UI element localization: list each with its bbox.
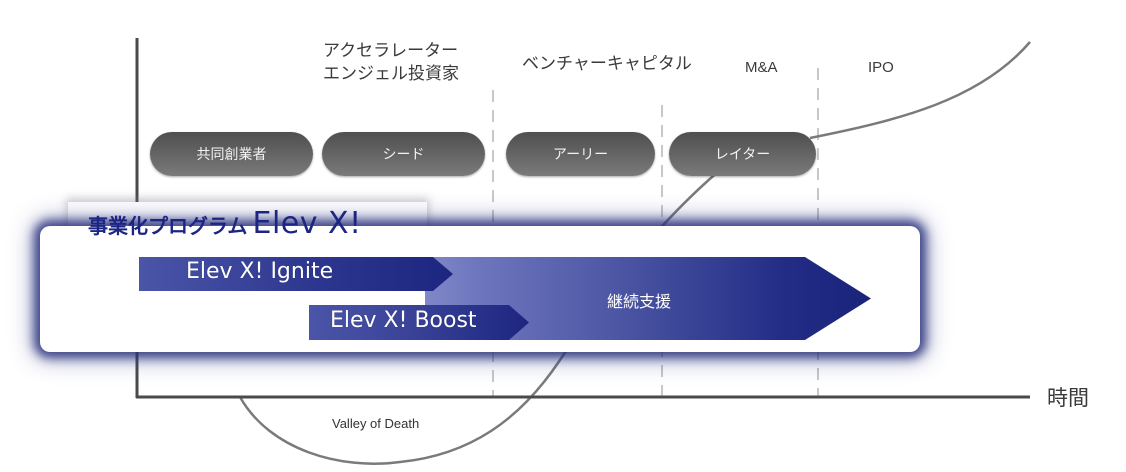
stage-pill-cofounder: 共同創業者 [150, 132, 313, 176]
header-mna: M&A [745, 59, 778, 76]
boost-label: Elev X! Boost [330, 308, 477, 333]
program-title-en: Elev X! [252, 206, 362, 241]
stage-pill-early: アーリー [506, 132, 655, 176]
continuous-support-label: 継続支援 [607, 292, 672, 311]
program-title-jp: 事業化プログラム [88, 214, 248, 238]
boost-arrow [309, 305, 529, 340]
program-title: 事業化プログラム Elev X! [88, 206, 362, 241]
growth-curve [809, 41, 1031, 140]
header-accelerator: アクセラレーター エンジェル投資家 [323, 40, 459, 86]
header-ipo: IPO [868, 59, 894, 76]
header-venture-capital: ベンチャーキャピタル [522, 54, 692, 74]
header-accelerator-line1: アクセラレーター [323, 41, 459, 61]
stage-pill-later: レイター [669, 132, 816, 176]
x-axis-label-time: 時間 [1047, 386, 1089, 410]
stage-pill-seed: シード [322, 132, 485, 176]
ignite-label: Elev X! Ignite [186, 259, 334, 284]
ignite-arrow [139, 257, 453, 291]
valley-of-death-label: Valley of Death [332, 416, 420, 431]
header-angel-line2: エンジェル投資家 [323, 64, 459, 84]
